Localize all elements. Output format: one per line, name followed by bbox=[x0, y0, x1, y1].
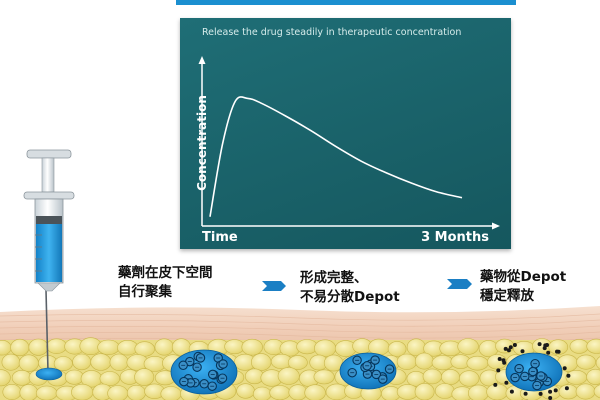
depot-aggregating-particles bbox=[178, 351, 228, 391]
stage-3-text: 藥物從Depot 穩定釋放 bbox=[480, 268, 566, 306]
x-axis-arrowhead bbox=[492, 222, 500, 230]
stage-3-line-2: 穩定釋放 bbox=[480, 288, 534, 304]
stage-2-line-2: 不易分散Depot bbox=[300, 289, 400, 305]
y-axis-arrowhead bbox=[198, 56, 206, 64]
arrow-right-icon bbox=[447, 279, 472, 289]
arrow-right-icon bbox=[262, 281, 286, 291]
concentration-curve bbox=[209, 96, 463, 217]
concentration-chart-panel: Release the drug steadily in therapeutic… bbox=[180, 18, 511, 249]
depot-formed-particles bbox=[347, 355, 395, 384]
stage-3-line-1: 藥物從Depot bbox=[480, 269, 567, 285]
x-axis-label-start: Time bbox=[202, 230, 238, 245]
skin-layer bbox=[0, 306, 600, 348]
syringe-needle bbox=[45, 289, 49, 373]
chart-subtitle: Release the drug steadily in therapeutic… bbox=[202, 27, 462, 38]
injected-drug-droplet bbox=[35, 367, 63, 381]
top-accent-bar bbox=[176, 0, 516, 5]
concentration-chart bbox=[198, 56, 500, 230]
stage-2-line-1: 形成完整、 bbox=[300, 270, 368, 286]
depot-releasing-particles bbox=[493, 342, 571, 400]
stage-1-text: 藥劑在皮下空間 自行聚集 bbox=[118, 264, 213, 302]
stage-2-text: 形成完整、 不易分散Depot bbox=[300, 269, 400, 307]
x-axis-label-end: 3 Months bbox=[421, 230, 489, 245]
stage-1-line-2: 自行聚集 bbox=[118, 284, 172, 300]
stage-1-line-1: 藥劑在皮下空間 bbox=[118, 265, 213, 281]
syringe-icon bbox=[23, 149, 75, 292]
